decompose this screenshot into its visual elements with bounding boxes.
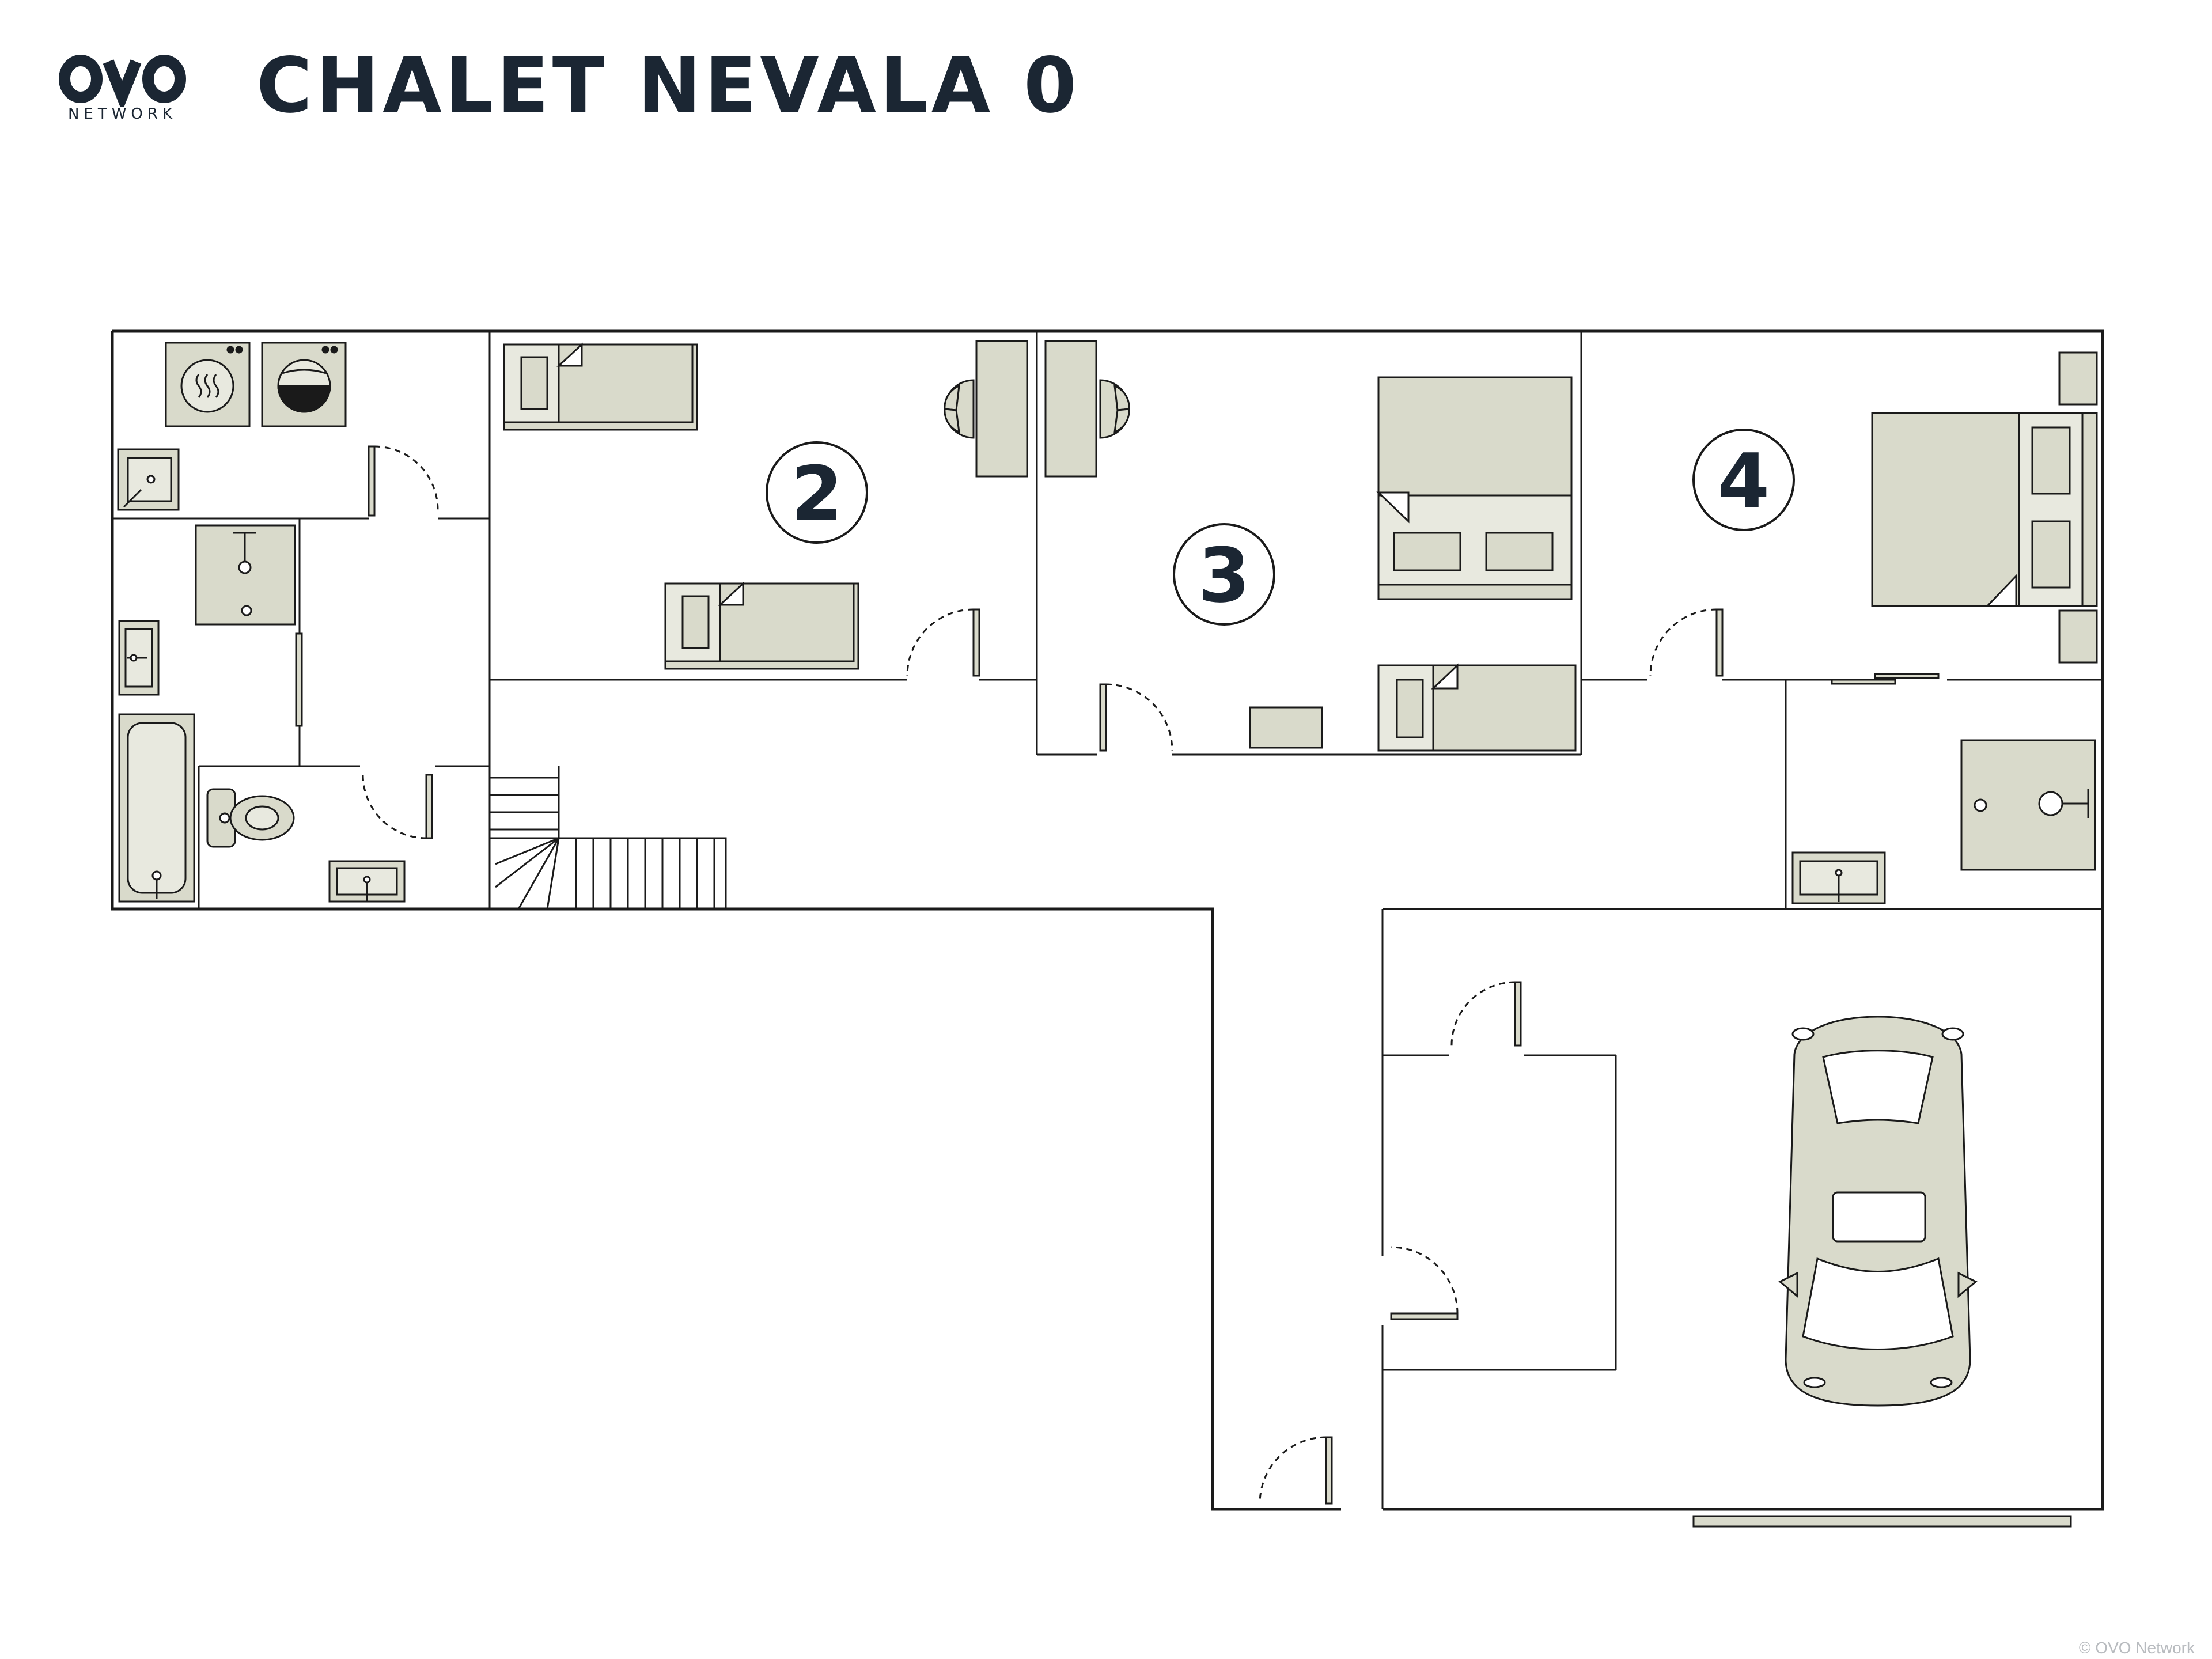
single-bed-icon xyxy=(1377,663,1577,752)
nightstand-icon xyxy=(2058,351,2098,406)
room-marker-3: 3 xyxy=(1173,523,1275,626)
ensuite-sink-icon xyxy=(1791,851,1886,904)
shower-icon xyxy=(195,524,296,626)
exterior-wall-top-right xyxy=(112,329,2104,1511)
room-marker-circle xyxy=(1692,429,1795,531)
single-bed-icon xyxy=(503,342,698,431)
dryer-icon xyxy=(165,342,251,427)
bench-icon xyxy=(1249,706,1323,749)
door-entrance xyxy=(1259,1436,1333,1505)
bathtub-icon xyxy=(118,713,195,903)
room-number-2: 2 xyxy=(791,450,843,537)
doors xyxy=(295,445,2072,1528)
toilet-icon xyxy=(206,788,295,848)
shower-icon xyxy=(1960,739,2096,871)
logo-wordmark: NETWORK xyxy=(67,105,177,123)
car-icon xyxy=(1778,1016,1978,1407)
single-bed-icon xyxy=(664,581,859,670)
utility-sink-icon xyxy=(117,448,180,511)
room-marker-circle xyxy=(1173,523,1275,626)
door-bedroom-2 xyxy=(906,608,980,677)
wc-sink-icon xyxy=(328,860,406,903)
room-marker-4: 4 xyxy=(1692,429,1795,531)
bathroom-sink-icon xyxy=(118,620,160,696)
outer-walls xyxy=(111,329,2104,1511)
desk-icon xyxy=(1044,340,1097,478)
ovo-logo-icon xyxy=(59,55,186,112)
page-title: CHALET NEVALA 0 xyxy=(256,41,1080,130)
ovo-network-logo: NETWORK xyxy=(58,55,187,124)
exterior-wall-left xyxy=(111,331,1341,1511)
door-bathroom xyxy=(295,632,303,727)
desk-icon xyxy=(975,340,1028,478)
double-bed-icon xyxy=(1376,376,1573,600)
door-bedroom-3 xyxy=(1099,683,1173,752)
nightstand-icon xyxy=(2058,609,2098,664)
door-storage-left xyxy=(1390,1246,1459,1320)
door-wc xyxy=(362,774,433,839)
door-bedroom-4 xyxy=(1649,608,1724,677)
double-bed-icon xyxy=(1871,412,2098,607)
room-marker-circle xyxy=(766,441,868,544)
staircase xyxy=(488,766,727,910)
door-laundry xyxy=(368,445,439,517)
chair-icon xyxy=(944,379,975,439)
fixtures xyxy=(117,340,2098,1407)
interior-walls xyxy=(112,331,2103,1509)
washing-machine-icon xyxy=(261,342,347,427)
room-number-3: 3 xyxy=(1198,532,1250,619)
copyright-notice: © OVO Network xyxy=(2078,1639,2195,1657)
room-number-4: 4 xyxy=(1718,437,1770,525)
door-storage-top xyxy=(1450,981,1522,1047)
garage-door xyxy=(1692,1515,2072,1528)
room-marker-2: 2 xyxy=(766,441,868,544)
chair-icon xyxy=(1099,379,1130,439)
sliding-door-bedroom-4 xyxy=(1831,673,1940,685)
